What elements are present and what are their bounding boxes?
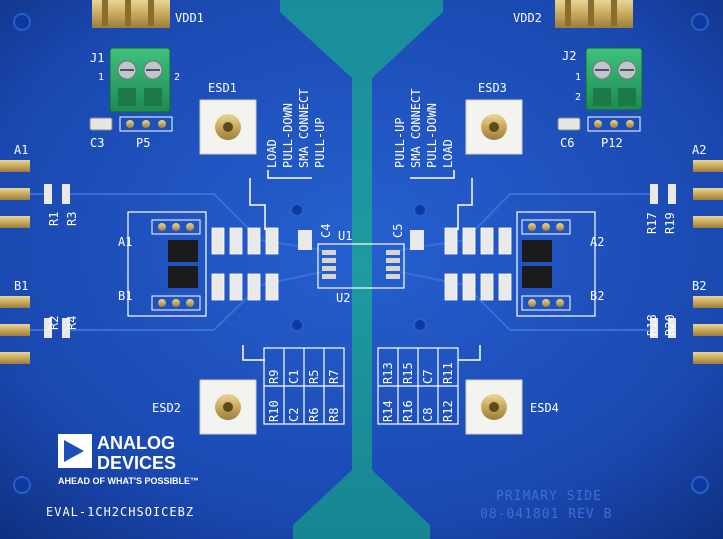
grid-left-r8: R8 — [327, 408, 341, 422]
esd3-pad — [465, 99, 523, 155]
mode-brackets — [242, 170, 481, 361]
smd-components-left — [211, 227, 279, 301]
grid-right-r11: R11 — [441, 362, 455, 384]
revision-label: 08-041801 REV B — [480, 507, 612, 522]
grid-left-r5: R5 — [307, 370, 321, 384]
r17-label: R17 — [645, 212, 659, 234]
mode-right-pulldown: PULL-DOWN — [425, 103, 439, 168]
logo-tagline: AHEAD OF WHAT'S POSSIBLE™ — [58, 476, 199, 486]
jumper-label-a2: A2 — [590, 235, 604, 249]
logo-line1: ANALOG — [97, 433, 175, 453]
grid-left-c1: C1 — [287, 370, 301, 384]
grid-left-r6: R6 — [307, 408, 321, 422]
edge-label-a2: A2 — [692, 143, 706, 157]
esd1-pad — [199, 99, 257, 155]
grid-right-c8: C8 — [421, 408, 435, 422]
edge-resistors — [44, 184, 676, 338]
smd-components-right — [444, 227, 512, 301]
esd2-pad — [199, 379, 257, 435]
c3-label: C3 — [90, 136, 104, 150]
signal-traces — [30, 193, 650, 331]
mode-right-load: LOAD — [441, 139, 455, 168]
primary-side-label: PRIMARY SIDE — [496, 489, 602, 504]
terminal-block-j1 — [109, 47, 171, 113]
board-name: EVAL-1CH2CHSOICEBZ — [46, 505, 194, 519]
r2-label: R2 — [47, 316, 61, 330]
j2-ref: J2 — [562, 49, 576, 63]
u2-label: U2 — [336, 291, 350, 305]
ref-grid-left — [263, 347, 345, 425]
logo-line2: DEVICES — [97, 453, 176, 473]
esd3-label: ESD3 — [478, 81, 507, 95]
ic-footprint — [298, 230, 424, 289]
mounting-holes — [13, 13, 709, 494]
edge-pads-left — [0, 160, 30, 364]
j2-pin1: 1 — [575, 72, 581, 83]
c3-p5-parts — [89, 116, 173, 132]
u1-label: U1 — [338, 229, 352, 243]
esd2-label: ESD2 — [152, 401, 181, 415]
mode-right-smaconnect: SMA CONNECT — [409, 89, 423, 168]
c6-label: C6 — [560, 136, 574, 150]
jumper-label-a1: A1 — [118, 235, 132, 249]
grid-right-r14: R14 — [381, 400, 395, 422]
grid-right-r12: R12 — [441, 400, 455, 422]
edge-pads-right — [693, 160, 723, 364]
j1-pin2: 2 — [174, 72, 180, 83]
r1-label: R1 — [47, 212, 61, 226]
r20-label: R20 — [663, 314, 677, 336]
vdd1-header — [92, 0, 170, 28]
r19-label: R19 — [663, 212, 677, 234]
r4-label: R4 — [65, 316, 79, 330]
grid-left-c2: C2 — [287, 408, 301, 422]
j1-pin1: 1 — [98, 72, 104, 83]
p12-label: P12 — [601, 136, 623, 150]
jumper-label-b2: B2 — [590, 289, 604, 303]
jumper-area-right — [516, 211, 596, 317]
grid-right-r13: R13 — [381, 362, 395, 384]
c6-p12-parts — [557, 116, 641, 132]
jumper-area-left — [127, 211, 207, 317]
analog-devices-logo: ANALOG DEVICES AHEAD OF WHAT'S POSSIBLE™ — [58, 433, 199, 486]
j2-pin2: 2 — [575, 92, 581, 103]
esd4-label: ESD4 — [530, 401, 559, 415]
j1-ref: J1 — [90, 51, 104, 65]
c5-label: C5 — [391, 224, 405, 238]
esd1-label: ESD1 — [208, 81, 237, 95]
vdd2-header — [555, 0, 633, 28]
vdd1-label: VDD1 — [175, 11, 204, 25]
grid-left-r9: R9 — [267, 370, 281, 384]
vdd2-label: VDD2 — [513, 11, 542, 25]
mode-left-smaconnect: SMA CONNECT — [297, 89, 311, 168]
jumper-label-b1: B1 — [118, 289, 132, 303]
grid-right-r16: R16 — [401, 400, 415, 422]
r3-label: R3 — [65, 212, 79, 226]
edge-label-a1: A1 — [14, 143, 28, 157]
edge-label-b1: B1 — [14, 279, 28, 293]
isolation-channel — [280, 0, 443, 539]
p5-label: P5 — [136, 136, 150, 150]
esd4-pad — [465, 379, 523, 435]
mode-right-pullup: PULL-UP — [393, 117, 407, 168]
grid-right-c7: C7 — [421, 370, 435, 384]
terminal-block-j2 — [585, 47, 643, 111]
grid-left-r7: R7 — [327, 370, 341, 384]
grid-right-r15: R15 — [401, 362, 415, 384]
c4-label: C4 — [319, 224, 333, 238]
grid-left-r10: R10 — [267, 400, 281, 422]
mode-left-pulldown: PULL-DOWN — [281, 103, 295, 168]
r18-label: R18 — [645, 314, 659, 336]
edge-label-b2: B2 — [692, 279, 706, 293]
ref-grid-right — [377, 347, 459, 425]
mode-left-pullup: PULL-UP — [313, 117, 327, 168]
mode-left-load: LOAD — [265, 139, 279, 168]
